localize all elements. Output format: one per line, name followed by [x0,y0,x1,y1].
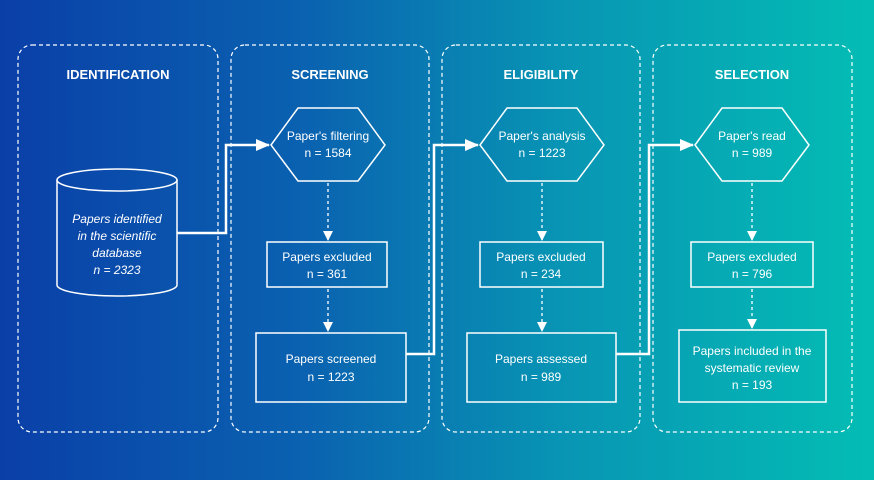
stage-title-eligibility: ELIGIBILITY [503,67,578,82]
selection-excluded-label: Papers excluded [707,250,796,264]
screening-excluded-box [266,241,388,288]
arrow-screening-to-eligibility [406,139,479,356]
eligibility-filter-label: Paper's analysis [499,129,586,143]
stage-panel-selection [652,44,853,433]
stage-panel-screening [230,44,430,433]
selection-result-line-1: Papers included in the [693,344,812,358]
database-line-3: database [92,246,142,260]
screening-result-label: Papers screened [286,352,377,366]
stage-panel-eligibility [441,44,641,433]
database-cylinder [56,168,178,297]
eligibility-excluded-box [479,241,604,288]
stage-title-selection: SELECTION [715,67,789,82]
selection-excluded-count: n = 796 [732,267,773,281]
eligibility-excluded-count: n = 234 [521,267,562,281]
screening-result-count: n = 1223 [307,370,354,384]
eligibility-filter-hexagon [479,107,605,182]
selection-excluded-box [690,241,814,288]
stage-panel-identification [17,44,219,433]
eligibility-result-label: Papers assessed [495,352,587,366]
database-line-1: Papers identified [72,212,162,226]
database-line-4: n = 2323 [93,263,140,277]
eligibility-filter-count: n = 1223 [518,146,565,160]
screening-filter-count: n = 1584 [304,146,351,160]
selection-filter-count: n = 989 [732,146,773,160]
screening-filter-hexagon [270,107,386,182]
database-line-2: in the scientific [78,229,157,243]
eligibility-result-count: n = 989 [521,370,562,384]
stage-title-screening: SCREENING [291,67,368,82]
selection-filter-hexagon [694,107,810,182]
selection-filter-label: Paper's read [718,129,786,143]
arrow-eligibility-to-selection [616,139,694,356]
eligibility-result-box [466,332,617,403]
eligibility-excluded-label: Papers excluded [496,250,585,264]
screening-result-box [255,332,407,403]
selection-result-count: n = 193 [732,378,773,392]
stage-title-identification: IDENTIFICATION [66,67,169,82]
screening-filter-label: Paper's filtering [287,129,369,143]
screening-excluded-count: n = 361 [307,267,348,281]
selection-result-line-2: systematic review [705,361,800,375]
selection-result-box [678,329,827,403]
arrow-database-to-screening [177,139,270,235]
screening-excluded-label: Papers excluded [282,250,371,264]
